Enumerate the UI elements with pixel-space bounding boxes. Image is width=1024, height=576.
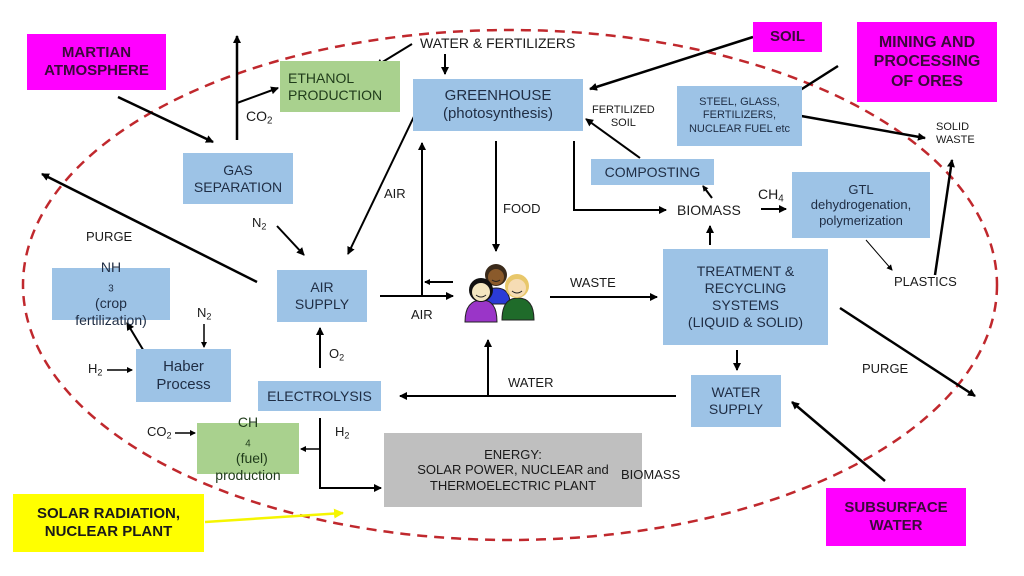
arrow-greenhouse-air (347, 103, 421, 255)
label-air-bottom: AIR (411, 307, 433, 322)
label-food: FOOD (503, 201, 541, 216)
arrow-atmosphere-to-gas (117, 95, 214, 144)
solar-nuclear-box: SOLAR RADIATION,NUCLEAR PLANT (13, 494, 204, 552)
label-air-left: AIR (384, 186, 406, 201)
energy-line-2: SOLAR POWER, NUCLEAR and (417, 462, 609, 478)
label-co2-top: CO2 (246, 108, 273, 127)
label-h2-haber: H2 (88, 361, 103, 378)
label-water-fertilizers: WATER & FERTILIZERS (420, 35, 576, 51)
label-ch4-flow: CH4 (758, 186, 784, 205)
mining-line-3: OF ORES (890, 72, 963, 90)
solar-line-2: NUCLEAR PLANT (44, 523, 173, 540)
arrow-steel-solidwaste (789, 112, 926, 141)
arrow-soil-greenhouse (589, 35, 754, 91)
haber-line-2: Process (156, 375, 211, 393)
subsurface-line-1: SUBSURFACE (844, 499, 948, 516)
treatment-line-3: SYSTEMS (712, 297, 779, 313)
composting-label: COMPOSTING (604, 163, 701, 180)
arrow-subsurface-water (791, 401, 886, 482)
label-n2-haber: N2 (197, 305, 212, 322)
label-biomass-top: BIOMASS (677, 202, 741, 218)
ethanol-line-1: ETHANOL (288, 69, 355, 86)
subsurface-line-2: WATER (869, 517, 923, 534)
label-purge-left: PURGE (86, 229, 133, 244)
energy-line-1: ENERGY: (484, 446, 542, 462)
treatment-line-2: RECYCLING (704, 280, 787, 297)
soil-label: SOIL (769, 28, 805, 45)
greenhouse-line-2: (photosynthesis) (442, 105, 554, 122)
arrow-solar-in (204, 508, 344, 524)
soil-box: SOIL (753, 22, 822, 52)
arrow-purge-right (839, 306, 976, 398)
water-supply-line-2: SUPPLY (708, 401, 764, 417)
label-waste: WASTE (570, 275, 616, 290)
arrow-biomass-compost (702, 185, 713, 199)
steel-line-1: STEEL, GLASS, (699, 96, 780, 109)
energy-line-3: THERMOELECTRIC PLANT (429, 477, 597, 493)
air-supply-line-1: AIR (310, 279, 334, 296)
electrolysis-label: ELECTROLYSIS (267, 387, 372, 404)
martian-atmosphere-line-2: ATMOSPHERE (44, 62, 149, 79)
gtl-line-3: polymerization (819, 212, 903, 228)
arrow-compost-greenhouse (585, 118, 641, 159)
martian-atmosphere-line-1: MARTIAN (61, 44, 132, 61)
arrow-greenhouse-biomass (573, 141, 667, 214)
composting-box: COMPOSTING (591, 159, 714, 185)
haber-line-1: Haber (163, 357, 204, 375)
ethanol-line-2: PRODUCTION (288, 86, 383, 103)
gas-sep-line-2: SEPARATION (193, 178, 283, 195)
arrow-co2-ethanol (236, 86, 279, 104)
steel-line-3: NUCLEAR FUEL etc (688, 122, 791, 135)
greenhouse-line-1: GREENHOUSE (444, 87, 552, 104)
arrow-purge-left (41, 172, 258, 284)
label-biomass-bottom: BIOMASS (621, 467, 681, 482)
water-supply-line-1: WATER (711, 384, 761, 401)
label-o2: O2 (329, 346, 345, 363)
arrow-plastics-solidwaste (933, 159, 955, 276)
label-n2-air: N2 (252, 215, 267, 232)
ch4-line-2: production (215, 466, 281, 483)
steel-glass-box: STEEL, GLASS,FERTILIZERS,NUCLEAR FUEL et… (677, 86, 802, 146)
arrow-n2-air (276, 225, 305, 256)
label-water-flow: WATER (508, 375, 554, 390)
greenhouse-box: GREENHOUSE(photosynthesis) (413, 79, 583, 131)
system-boundary (21, 28, 999, 542)
gtl-line-2: dehydrogenation, (810, 197, 912, 213)
steel-line-2: FERTILIZERS, (702, 109, 777, 122)
mining-line-1: MINING AND (878, 34, 976, 52)
label-plastics: PLASTICS (894, 274, 957, 289)
air-supply-line-2: SUPPLY (294, 296, 350, 312)
label-co2-bottom: CO2 (147, 424, 172, 441)
treatment-line-4: (LIQUID & SOLID) (687, 313, 804, 330)
arrow-gtl-plastics (865, 239, 893, 271)
gas-sep-line-1: GAS (223, 161, 253, 178)
label-h2-elec: H2 (335, 424, 350, 441)
gtl-line-1: GTL (848, 181, 874, 197)
treatment-line-1: TREATMENT & (696, 263, 795, 280)
people-group-icon (464, 264, 535, 323)
nh3-line-2: fertilization) (75, 312, 147, 328)
label-purge-right: PURGE (862, 361, 909, 376)
mining-line-2: PROCESSING (873, 53, 981, 71)
arrow-h2-energy (319, 418, 382, 492)
solar-line-1: SOLAR RADIATION, (36, 505, 181, 522)
electrolysis-box: ELECTROLYSIS (258, 381, 381, 411)
